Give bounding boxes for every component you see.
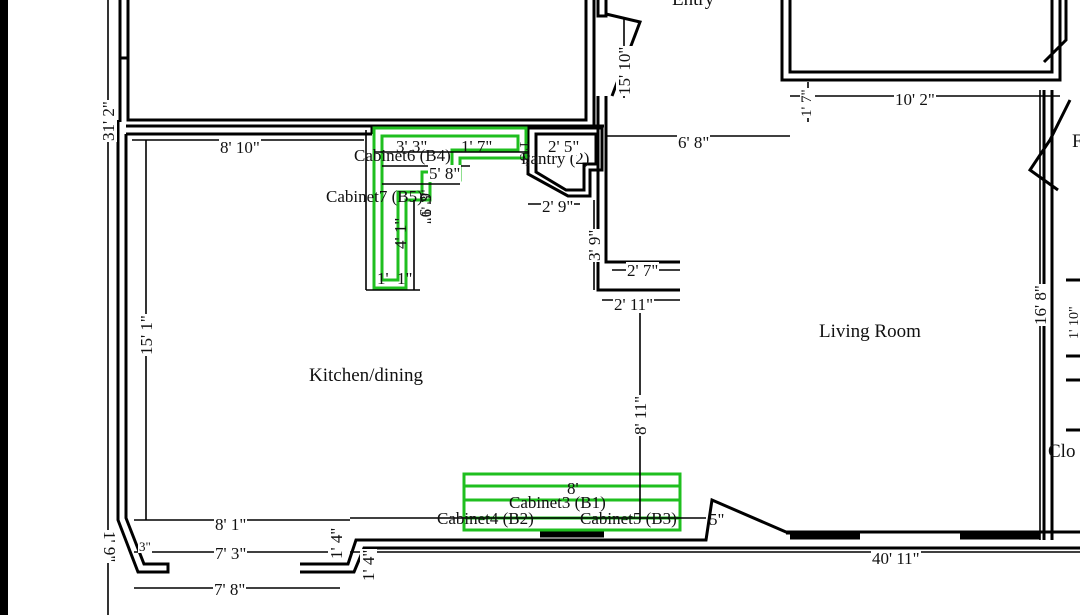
dim-label-cab-vert-c: 1' 3" <box>419 189 435 217</box>
dim-label-cab-vert-d: 1' 3" <box>516 141 531 167</box>
dim-label-lower-left: 1' 9" <box>100 530 119 564</box>
pantry-wall <box>526 126 604 198</box>
cabinet-l-inner <box>380 134 520 282</box>
cabinet5-label: Cabinet5 (B3) <box>580 509 677 528</box>
dim-label-bay-b: 1' 4" <box>359 548 378 582</box>
dim-label-top-right-vert: 1' 7" <box>799 88 815 118</box>
dim-label-step-a: 2' 7" <box>626 261 660 280</box>
dim-label-pantry-vert: 3' 9" <box>585 228 604 262</box>
dim-label-corner: 3" <box>138 539 152 554</box>
dim-label-kitchen-left: 15' 1" <box>137 314 156 356</box>
cabinet4-label: Cabinet4 (B2) <box>437 509 534 528</box>
dim-label-bay-a: 1' 4" <box>327 526 346 560</box>
dim-label-entry-vert: 15' 10" <box>615 45 634 96</box>
dim-label-cab-vert-a: 4' 1" <box>391 217 410 249</box>
left-outer-wall <box>118 0 130 60</box>
room-label-kitchen: Kitchen/dining <box>309 365 423 386</box>
center-wall <box>596 0 680 292</box>
dim-label-step-b: 2' 11" <box>613 295 655 314</box>
dim-label-kitchen-top: 8' 10" <box>219 138 261 157</box>
dim-label-cab-bottom-run: 8' <box>567 479 579 498</box>
dim-label-right-vert-partial: 1' 10" <box>1067 305 1080 340</box>
dim-label-pantry-small: 2' 9" <box>541 197 575 216</box>
cabinet-bottom-run <box>462 472 682 532</box>
dim-label-left-outer: 31' 2" <box>99 100 118 142</box>
dim-label-living-vert: 8' 11" <box>631 394 650 436</box>
room-label-entry: Entry <box>672 0 714 9</box>
dim-label-bottom-b: 7' 3" <box>214 544 248 563</box>
wall-segments <box>540 532 1040 540</box>
dim-label-pantry-width: 2' 5" <box>547 137 581 156</box>
dim-label-cab-a: 3' 3" <box>396 137 428 156</box>
cabinet7-label: Cabinet7 (B5) <box>326 187 423 206</box>
room-label-closet: Clo <box>1048 441 1076 462</box>
cabinet3-label: Cabinet3 (B1) <box>509 493 606 512</box>
top-right-room <box>780 0 1062 82</box>
kitchen-top-wall <box>126 124 604 136</box>
left-wall-lower <box>116 120 170 574</box>
upper-room-wall <box>118 0 596 126</box>
dim-label-bottom-c: 7' 8" <box>213 580 247 599</box>
left-edge-bar <box>0 0 8 615</box>
dim-label-overall: 40' 11" <box>871 549 921 568</box>
dim-label-cab-bottom-a: 1' <box>377 269 389 288</box>
dim-label-living-top: 6' 8" <box>677 133 711 152</box>
dim-label-cab-depth-a: 5' 8" <box>428 164 462 183</box>
dim-label-cab-bottom-b: 1" <box>397 269 413 288</box>
room-label-living: Living Room <box>819 321 921 342</box>
dim-label-right-vert: 16' 8" <box>1031 284 1050 326</box>
dim-label-cab-bottom-end: 5" <box>709 510 725 529</box>
dim-label-top-right: 10' 2" <box>894 90 936 109</box>
dimension-lines <box>107 0 1080 615</box>
dim-label-bottom-a: 8' 1" <box>214 515 248 534</box>
cabinet6-label: Cabinet6 (B4) <box>354 146 451 165</box>
dim-label-cab-b: 1' 7" <box>461 137 493 156</box>
room-label-right-edge: F <box>1072 131 1080 152</box>
